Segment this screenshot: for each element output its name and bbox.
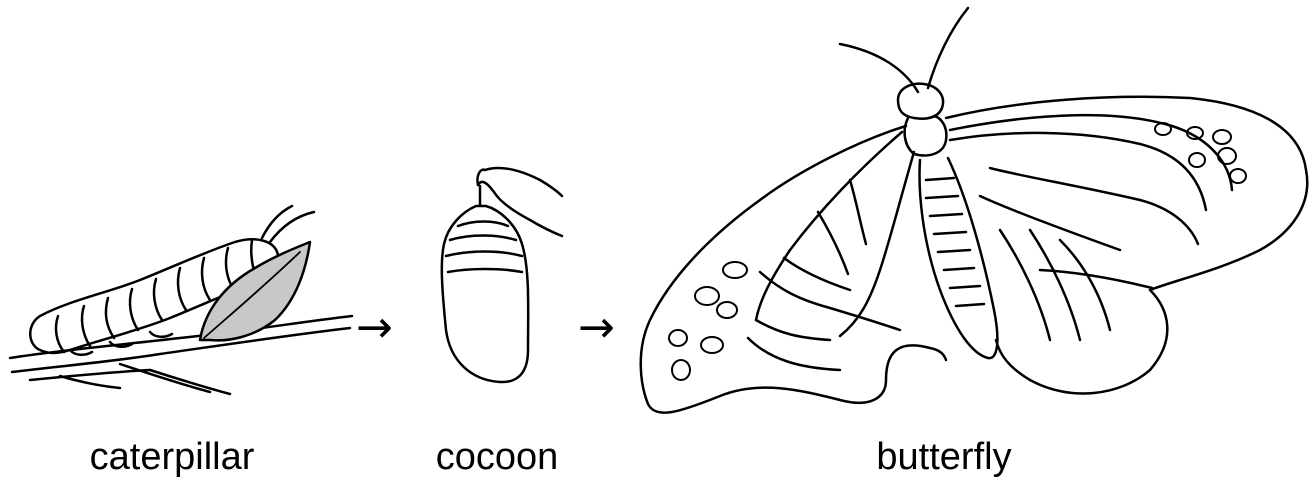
cocoon-illustration	[442, 168, 562, 382]
wing-spots-left	[669, 262, 747, 380]
antenna-right-icon	[928, 8, 968, 88]
left-wing-icon	[641, 126, 946, 413]
chrysalis-icon	[442, 206, 528, 382]
label-cocoon: cocoon	[436, 438, 559, 476]
wing-spots-right	[1155, 123, 1246, 183]
branch-icon	[10, 316, 352, 394]
arrow-2: →	[578, 306, 615, 350]
arrow-1: →	[356, 306, 393, 350]
label-butterfly: butterfly	[876, 438, 1011, 476]
butterfly-body-icon	[920, 158, 998, 358]
antenna-left-icon	[840, 44, 918, 92]
cocoon-branch-icon	[478, 168, 562, 236]
leaf-icon	[200, 242, 310, 340]
label-caterpillar: caterpillar	[90, 438, 255, 476]
butterfly-illustration	[641, 8, 1307, 413]
caterpillar-illustration	[10, 206, 352, 394]
butterfly-head-icon	[898, 84, 943, 119]
